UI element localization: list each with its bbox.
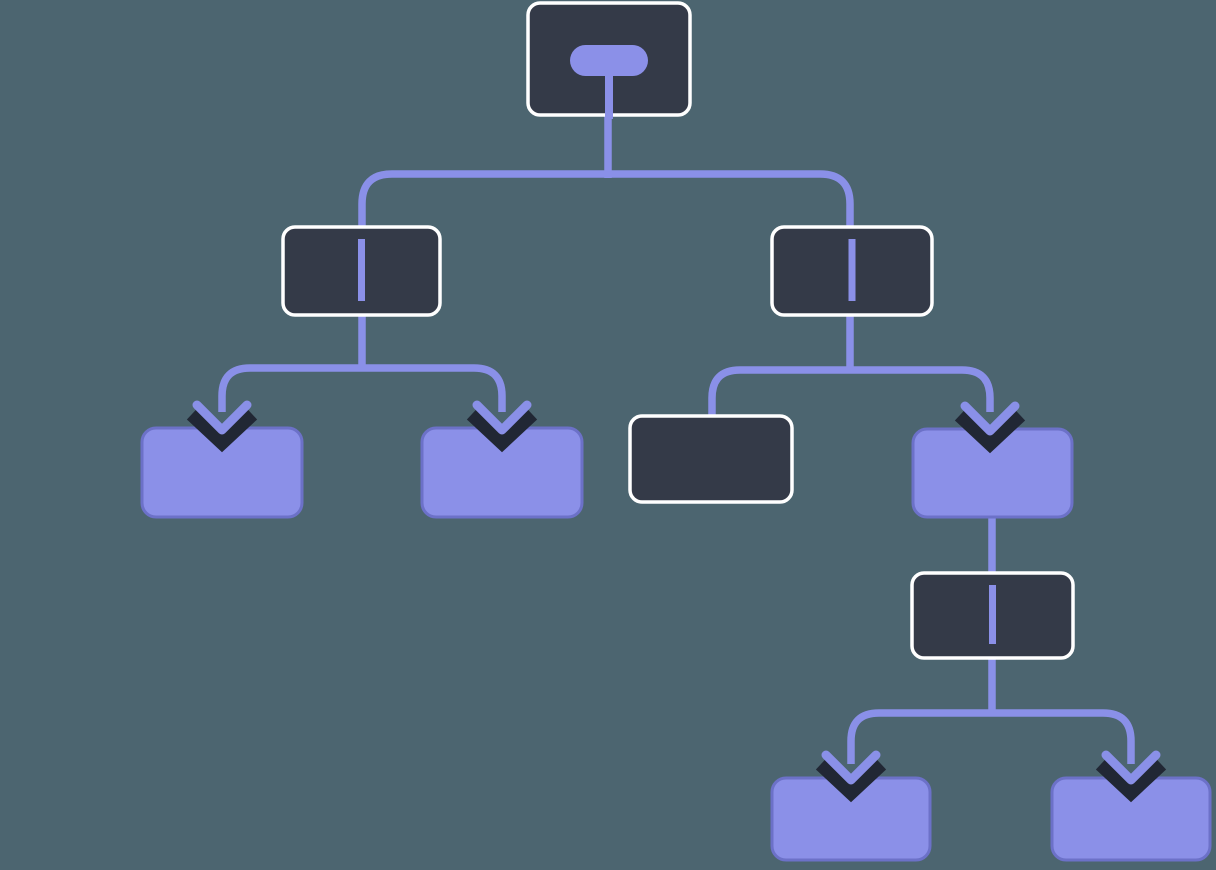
tree-node-branch-left[interactable] (281, 225, 442, 317)
connector-edge-left-bar (218, 364, 506, 412)
vertical-line-icon (358, 239, 365, 301)
node-body[interactable] (628, 414, 794, 504)
arrow-purple-chevron (192, 400, 252, 435)
vertical-line-icon (989, 585, 996, 644)
arrow-purple-chevron (960, 401, 1020, 436)
connector-edge-top-bar (358, 170, 854, 232)
arrow-dark-chevron (815, 758, 887, 803)
arrow-purple-chevron (1101, 750, 1161, 785)
arrow-dark-chevron (466, 408, 538, 453)
arrow-down-icon (186, 400, 258, 453)
root-pill (570, 45, 648, 76)
arrow-dark-chevron (186, 408, 258, 453)
arrow-down-icon (954, 401, 1026, 454)
arrow-down-icon (815, 750, 887, 803)
arrow-down-icon (466, 400, 538, 453)
arrow-dark-chevron (1095, 758, 1167, 803)
tree-node-branch-right[interactable] (770, 225, 934, 317)
arrow-purple-chevron (821, 750, 881, 785)
vertical-line-icon (848, 239, 856, 301)
connector-edge-right-bar (708, 366, 994, 418)
arrow-purple-chevron (472, 400, 532, 435)
tree-node-root[interactable] (526, 1, 692, 119)
connector-edge-bottom-bar (847, 709, 1135, 764)
arrow-dark-chevron (954, 409, 1026, 454)
connector-edges (218, 112, 1135, 764)
arrow-down-icon (1095, 750, 1167, 803)
root-pill-icon (570, 45, 648, 119)
tree-node-branch-bottom[interactable] (910, 571, 1075, 660)
tree-node-leaf-3[interactable] (628, 414, 794, 504)
root-pill-stem (605, 66, 613, 119)
